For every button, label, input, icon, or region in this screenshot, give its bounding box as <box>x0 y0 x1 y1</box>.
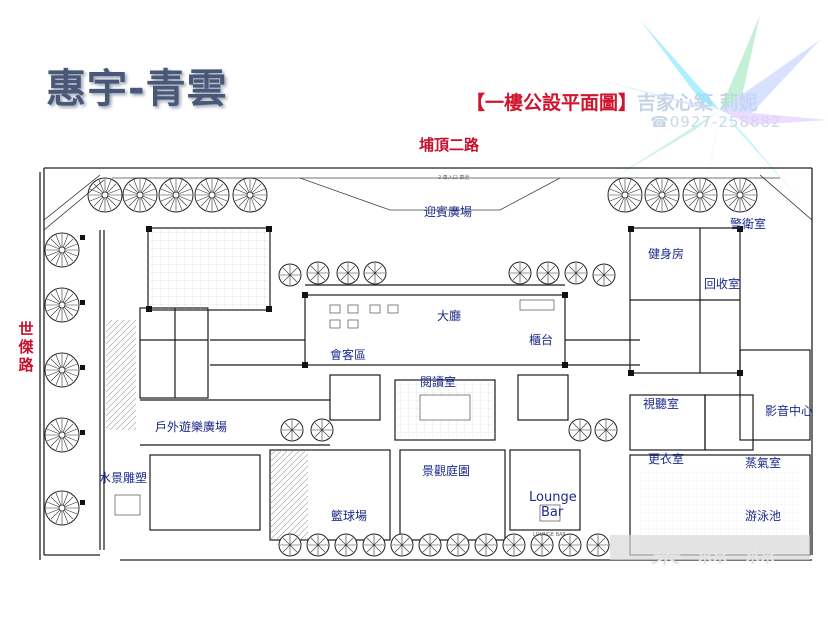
room-av: 視聽室 <box>643 397 680 411</box>
room-welcome-plaza: 迎賓廣場 <box>424 205 473 219</box>
road-label-top: 埔頂二路 <box>419 136 480 154</box>
driveway-note: 2 車入口 車道 <box>438 175 470 181</box>
room-guard: 警衛室 <box>730 217 767 231</box>
room-steam: 蒸氣室 <box>745 456 782 470</box>
room-lounge-bar-line1: Lounge <box>529 490 577 505</box>
road-label-left: 世傑路 <box>18 320 34 374</box>
room-lobby: 大廳 <box>437 309 462 323</box>
plan-title: 【一樓公設平面圖】 <box>466 92 638 114</box>
room-pool: 游泳池 <box>745 509 782 523</box>
room-guest-area: 會客區 <box>330 348 367 362</box>
room-recycling: 回收室 <box>704 277 741 291</box>
room-gym: 健身房 <box>648 247 685 261</box>
room-reading: 閱讀室 <box>420 375 457 389</box>
decorative-burst <box>600 15 828 220</box>
room-basketball: 籃球場 <box>331 509 368 523</box>
room-lounge-bar-line2: Bar <box>541 505 564 520</box>
room-changing: 更衣室 <box>648 452 685 466</box>
room-outdoor-playground: 戶外遊樂廣場 <box>155 420 228 434</box>
room-water-sculpture: 水景雕塑 <box>99 471 148 485</box>
lounge-bar-sign: LOUNGE BAR <box>533 532 566 538</box>
phone-icon: ☎ <box>650 113 670 131</box>
page-title: 惠宇-青雲 <box>46 66 228 112</box>
room-counter: 櫃台 <box>529 333 554 347</box>
room-cinema: 影音中心 <box>765 404 814 418</box>
room-landscape-garden: 景觀庭園 <box>422 464 471 478</box>
watermark-logo: 樂 ⁂ ⁂ <box>650 536 780 571</box>
